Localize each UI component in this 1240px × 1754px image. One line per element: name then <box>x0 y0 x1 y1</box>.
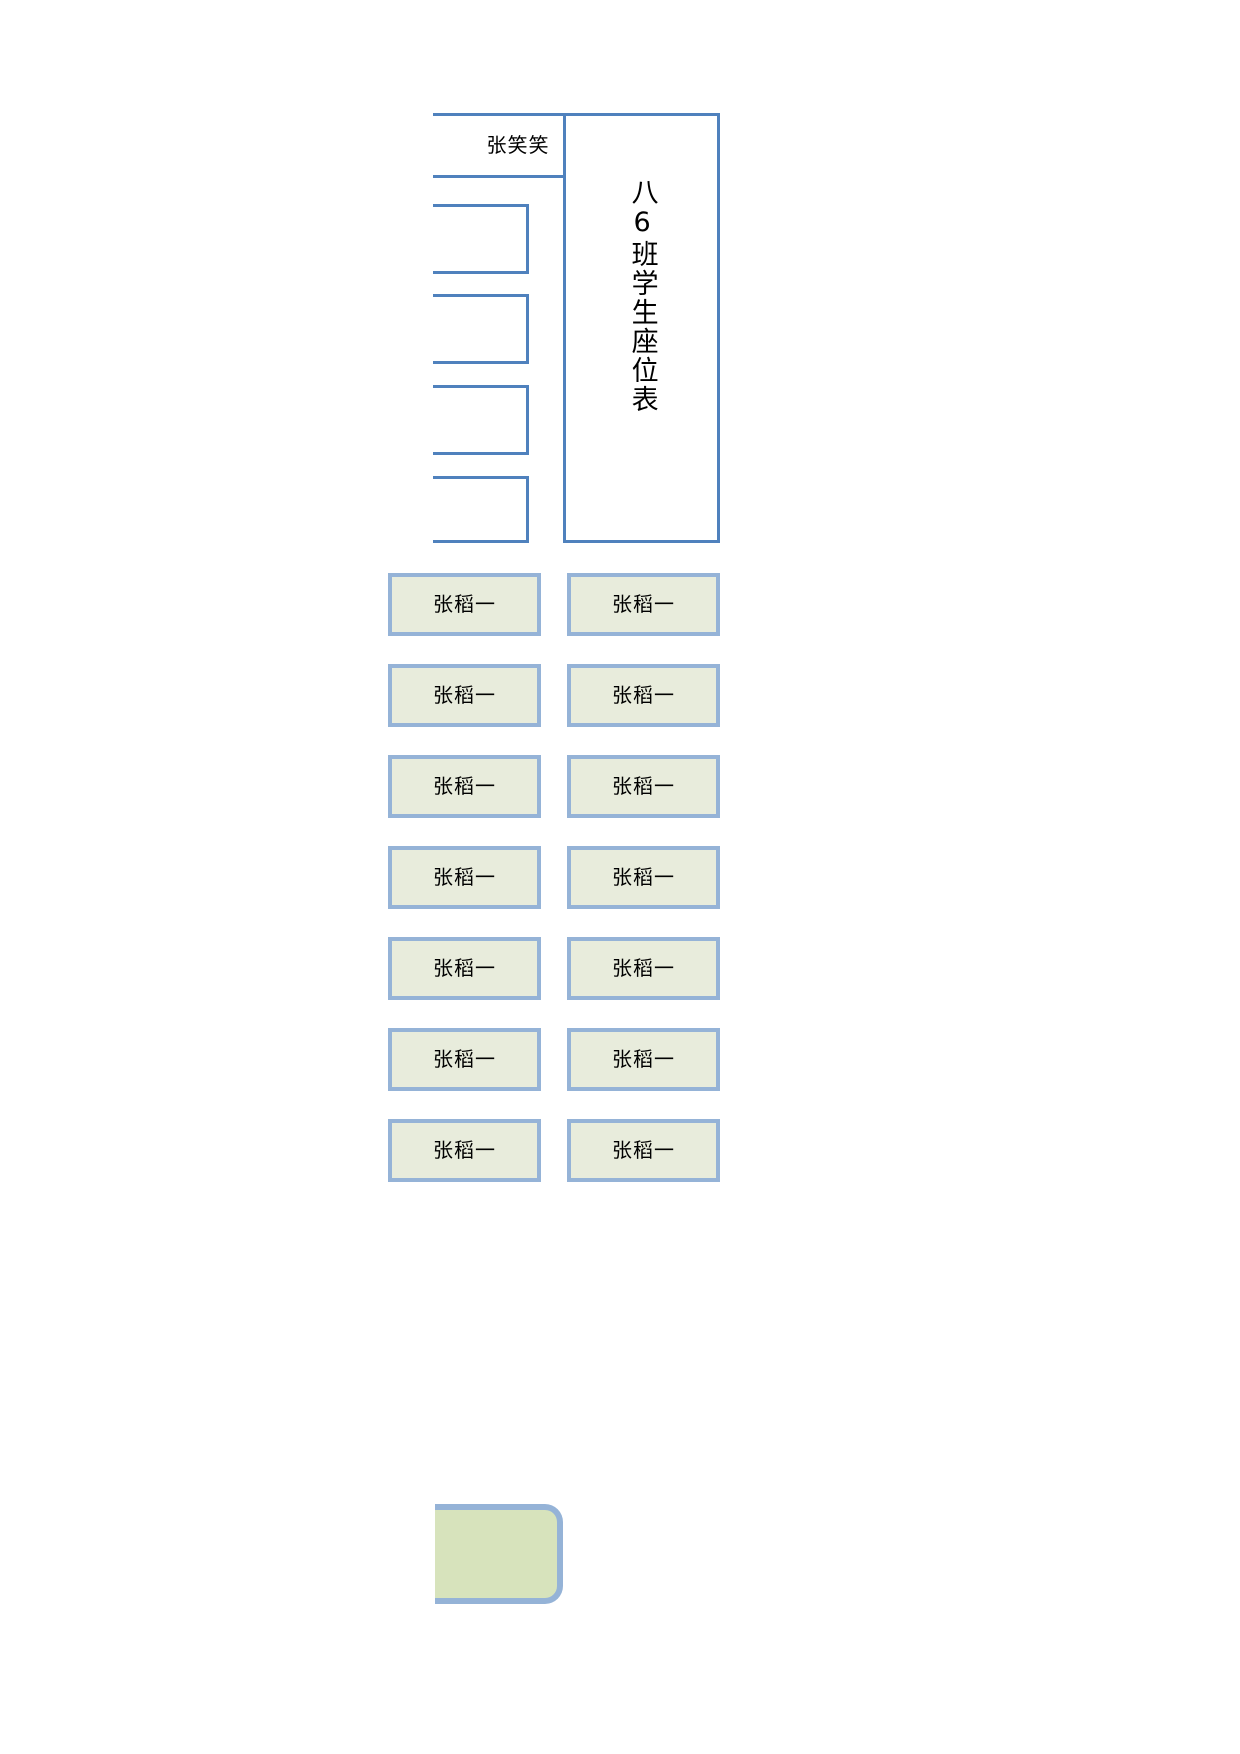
seat-r3c2[interactable]: 张稻一 <box>567 755 720 818</box>
seat-name: 张稻一 <box>612 866 675 889</box>
seat-r7c1[interactable]: 张稻一 <box>388 1119 541 1182</box>
seat-name: 张稻一 <box>612 1048 675 1071</box>
seat-r1c1[interactable]: 张稻一 <box>388 573 541 636</box>
top-box-3[interactable] <box>433 294 529 364</box>
seat-r1c2[interactable]: 张稻一 <box>567 573 720 636</box>
title-card: 八6班学生座位表 <box>563 113 720 543</box>
seat-name: 张稻一 <box>433 593 496 616</box>
seat-r4c2[interactable]: 张稻一 <box>567 846 720 909</box>
seat-name: 张稻一 <box>433 1048 496 1071</box>
seat-r6c1[interactable]: 张稻一 <box>388 1028 541 1091</box>
top-box-label: 张笑笑 <box>486 134 550 157</box>
page-title: 八6班学生座位表 <box>626 178 658 414</box>
seat-r5c2[interactable]: 张稻一 <box>567 937 720 1000</box>
seat-r2c1[interactable]: 张稻一 <box>388 664 541 727</box>
seat-name: 张稻一 <box>433 1139 496 1162</box>
top-box-2[interactable] <box>433 204 529 274</box>
seat-name: 张稻一 <box>433 866 496 889</box>
top-box-5[interactable] <box>433 476 529 543</box>
seat-name: 张稻一 <box>612 684 675 707</box>
seat-name: 张稻一 <box>433 684 496 707</box>
seat-name: 张稻一 <box>612 775 675 798</box>
seat-r5c1[interactable]: 张稻一 <box>388 937 541 1000</box>
seat-r3c1[interactable]: 张稻一 <box>388 755 541 818</box>
top-box-4[interactable] <box>433 385 529 455</box>
seat-name: 张稻一 <box>612 957 675 980</box>
seat-r6c2[interactable]: 张稻一 <box>567 1028 720 1091</box>
seat-r4c1[interactable]: 张稻一 <box>388 846 541 909</box>
seat-r7c2[interactable]: 张稻一 <box>567 1119 720 1182</box>
seat-r2c2[interactable]: 张稻一 <box>567 664 720 727</box>
seat-name: 张稻一 <box>612 593 675 616</box>
podium-panel[interactable] <box>435 1504 563 1604</box>
seat-name: 张稻一 <box>433 775 496 798</box>
seat-name: 张稻一 <box>433 957 496 980</box>
seat-name: 张稻一 <box>612 1139 675 1162</box>
